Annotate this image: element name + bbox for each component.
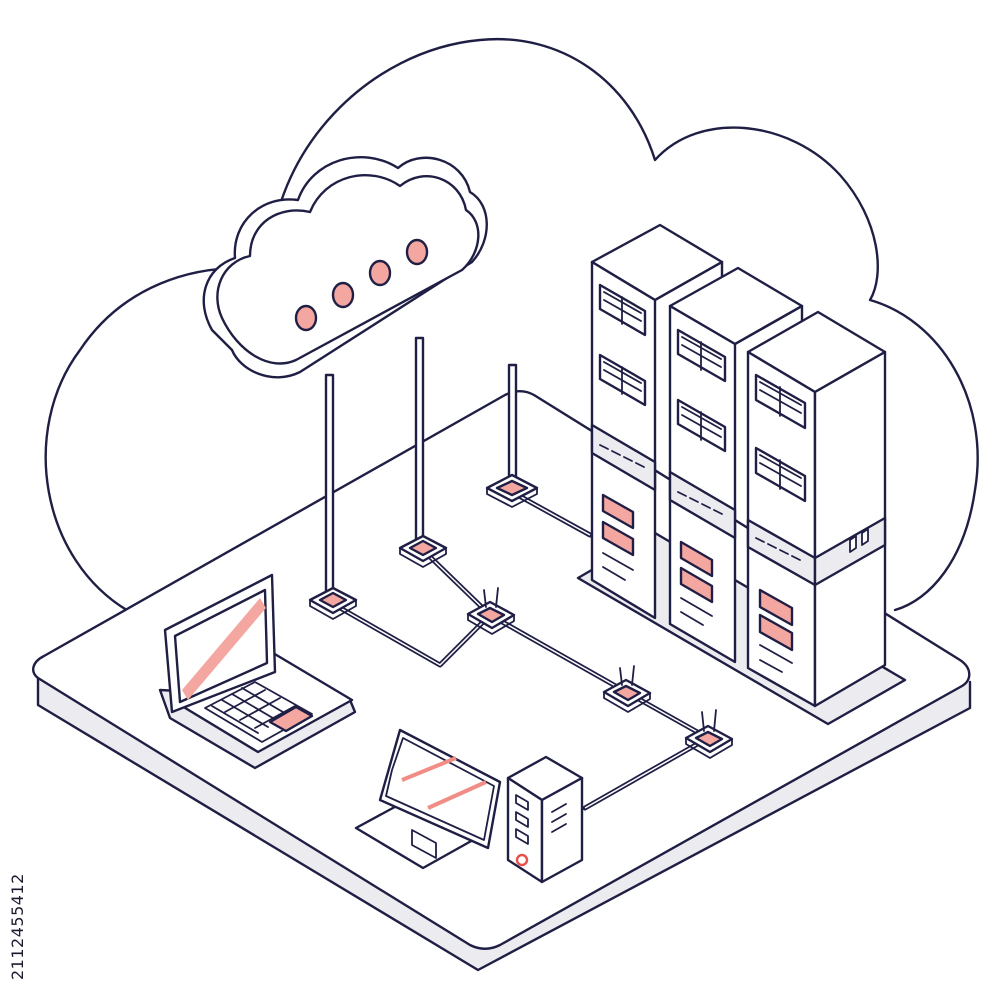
server-rack xyxy=(668,266,804,664)
stock-id-text: 2112455412 xyxy=(8,873,27,980)
cloud-icon xyxy=(202,155,488,379)
server-rack xyxy=(746,310,887,708)
cloud-status-dot xyxy=(368,259,392,287)
laptop-icon xyxy=(158,573,357,770)
cloud-status-dot xyxy=(294,304,318,332)
antenna-pole xyxy=(398,336,448,568)
monitor-icon xyxy=(354,728,502,870)
server-rack xyxy=(590,223,724,620)
antenna-pole xyxy=(485,363,539,508)
wifi-router xyxy=(466,587,516,635)
wifi-router xyxy=(602,665,652,713)
background-cloud-outline xyxy=(44,37,979,614)
wifi-router xyxy=(684,709,734,759)
desktop-tower-icon xyxy=(506,755,584,884)
network-cables xyxy=(332,489,711,811)
cloud-status-dot xyxy=(331,281,355,309)
antenna-pole xyxy=(308,373,358,620)
cloud-status-dot xyxy=(405,238,429,266)
